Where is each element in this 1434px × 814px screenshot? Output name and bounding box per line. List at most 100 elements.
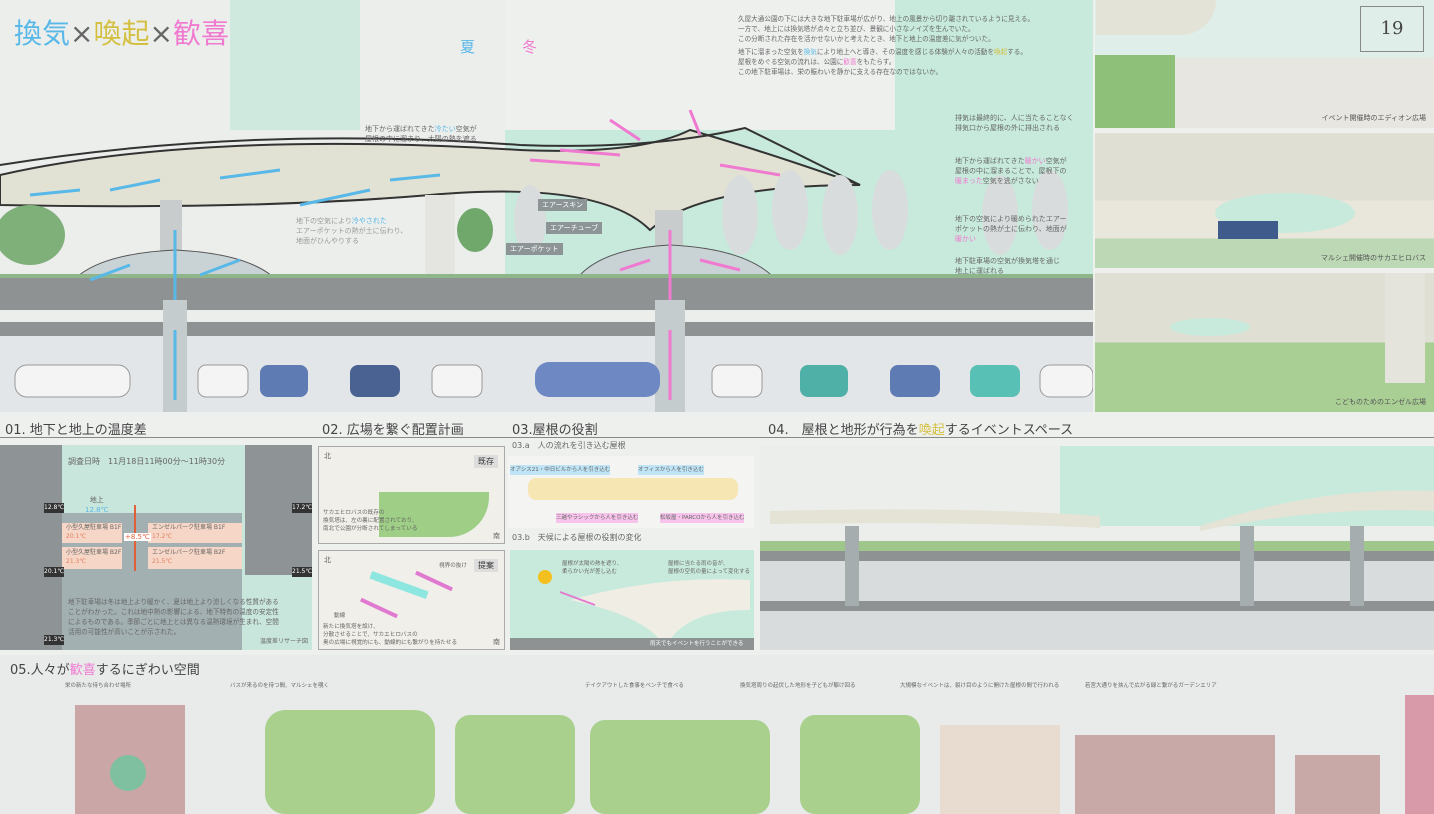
heading-01: 01. 地下と地上の温度差 (5, 423, 147, 438)
title-arousal: 喚起 (93, 17, 150, 50)
sun-icon (538, 570, 552, 584)
column (1385, 273, 1425, 383)
road-b2 (760, 611, 1434, 650)
divider (0, 437, 1434, 438)
plan-note: 換気塔周りの起伏した地形を子どもが駆け回る (740, 683, 856, 689)
survey-date: 調査日時 11月18日11時00分～11時30分 (68, 457, 226, 466)
intro-line: この地下駐車場は、栄の賑わいを静かに支える存在なのではないか。 (738, 68, 943, 76)
photo-caption: こどものためのエンゼル広場 (1335, 398, 1426, 406)
roof-plan-diagram: オアシス21・中日ビルから人を引き込む オフィスから人を引き込む 三越やラシック… (508, 456, 754, 528)
lawn (590, 720, 770, 814)
bus (1218, 221, 1278, 239)
season-winter: 冬 (522, 38, 538, 56)
label-air-tube: エアーチューブ (546, 222, 603, 234)
b2-left (62, 547, 122, 569)
research-body: 地下駐車場は冬は地上より暖かく、夏は地上より涼しくなる性質があることがわかった。… (68, 598, 279, 636)
photo-caption: マルシェ開催時のサカエヒロバス (1321, 254, 1426, 262)
note-tower: 地下駐車場の空気が換気塔を通じ地上に運ばれる (955, 257, 1060, 275)
flow-label: 松坂屋・PARCOから人を引き込む (660, 513, 745, 523)
flow-arrow (360, 597, 398, 619)
lawn (800, 715, 920, 814)
photo-edion-plaza: イベント開催時のエディオン広場 (1095, 0, 1434, 128)
fountain (110, 755, 146, 791)
green-tree (457, 208, 493, 252)
b1-left (62, 523, 122, 543)
cool-air-arrows (29, 168, 441, 400)
intro-line: この分断された存在を活かせないかと考えたとき、地下と地上の温度差に気がついた。 (738, 35, 995, 43)
intro-line: 久屋大通公園の下には大きな地下駐車場が広がり、地上の風景から切り離されているよう… (738, 15, 1035, 23)
roof-plan (528, 478, 738, 500)
roof-svg (770, 490, 1434, 606)
meter-reading: 17.2℃ (292, 503, 313, 513)
heading-05: 05.人々が歓喜するにぎわい空間 (10, 663, 200, 678)
section-drawing: 換気×喚起×歓喜 夏 冬 久屋大通公園の下には大きな地下駐車場が広がり、地上の風… (0, 0, 1093, 412)
garden-red (1075, 735, 1275, 814)
heading-03: 03.屋根の役割 (512, 423, 598, 438)
title-cross: × (149, 17, 173, 50)
building (1405, 695, 1434, 814)
plan-note: テイクアウトした食事をベンチで食べる (585, 683, 684, 689)
title-joy: 歓喜 (172, 17, 229, 50)
intro-line: 地下に溜まった空気を換気により地上へと導き、その温度を感じる体験が人々の活動を喚… (738, 48, 1027, 56)
north-label: 北 (324, 452, 331, 460)
b1-right (148, 523, 242, 543)
column (425, 195, 455, 285)
lawn (265, 710, 435, 814)
title-cross: × (70, 17, 94, 50)
plan-note: 大規模なイベントは、裂け目のように開けた屋根の間で行われる (900, 683, 1060, 689)
south-label: 南 (493, 532, 500, 540)
note-exhaust: 排気は最終的に、人に当たることなく排気口から屋根の外に排出される (955, 114, 1074, 132)
view-label: 視界の抜け (439, 563, 467, 569)
flow-label: オフィスから人を引き込む (638, 465, 704, 475)
title-ventilation: 換気 (14, 17, 71, 50)
heading-02: 02. 広場を繋ぐ配置計画 (322, 423, 464, 438)
note-rain: 屋根に当たる雨の音が、屋根の空気の量によって変化する (668, 561, 751, 575)
flow-label: 三越やラシックから人を引き込む (556, 513, 639, 523)
label-air-skin: エアースキン (538, 199, 588, 211)
slab-b1 (0, 322, 1093, 336)
heading-04: 04. 屋根と地形が行為を喚起するイベントスペース (768, 423, 1074, 438)
photo-angel-plaza: こどものためのエンゼル広場 (1095, 273, 1434, 412)
proposal-note: 新たに換気塔を設け、分散させることで、サカエヒロバスの奥の広場に視覚的にも、動線… (323, 624, 458, 646)
note-sun: 屋根が太陽の熱を遮り、柔らかい光が差し込む (562, 561, 623, 575)
sky-mint-left (230, 0, 360, 130)
research-source: 温度差リサーチ図 (259, 638, 308, 645)
roof-opening (1170, 318, 1250, 336)
event-plaza (940, 725, 1060, 814)
note-winter-roof: 地下から運ばれてきた暖かい空気が屋根の中に溜まることで、屋根下の暖まった空気を逃… (955, 157, 1067, 185)
flow-label: オアシス21・中日ビルから人を引き込む (510, 465, 611, 475)
meter-photos-left (0, 445, 62, 650)
page-number-box: 19 (1360, 6, 1424, 52)
heading-03a: 03.a 人の流れを引き込む屋根 (512, 441, 626, 450)
temperature-difference: +8.5℃ (124, 533, 151, 541)
meter-reading: 21.5℃ (292, 567, 313, 577)
site-plan: 05.人々が歓喜するにぎわい空間 栄の新たな待ち合わせ場所 バスが来るのを待つ間… (0, 655, 1434, 814)
flow-label: 動線 (334, 613, 346, 619)
ground (510, 638, 754, 650)
meter-reading: 20.1℃ (44, 567, 65, 577)
lawn (379, 492, 489, 537)
existing-note: サカエヒロバスの既存の換気塔は、左の裏に配置されており、南北で公園が分断されてし… (323, 510, 418, 532)
roof-top-line (0, 126, 861, 186)
photo-sakae-hirobus: マルシェ開催時のサカエヒロバス (1095, 133, 1434, 268)
roof-shape (559, 579, 750, 640)
slab (760, 601, 1434, 611)
lawn (455, 715, 575, 814)
plan-note: 若宮大通りを挟んで広がる緑と繋がるガーデンエリア (1085, 683, 1217, 689)
board-title: 換気×喚起×歓喜 (14, 12, 229, 52)
rain-caption: 雨天でもイベントを行うことができる (650, 641, 744, 647)
note-summer-roof: 地下から運ばれてきた冷たい空気が屋根の中に溜まり、太陽の熱を遮る (365, 125, 477, 143)
parked-cars (14, 362, 1093, 398)
plan-note: 栄の新たな待ち合わせ場所 (65, 683, 132, 689)
season-summer: 夏 (460, 38, 476, 56)
south-label: 南 (493, 638, 500, 646)
tag-proposal: 提案 (474, 559, 498, 572)
section-svg (0, 109, 1093, 412)
meter-reading: 21.3℃ (44, 635, 65, 645)
grass (760, 541, 1434, 551)
